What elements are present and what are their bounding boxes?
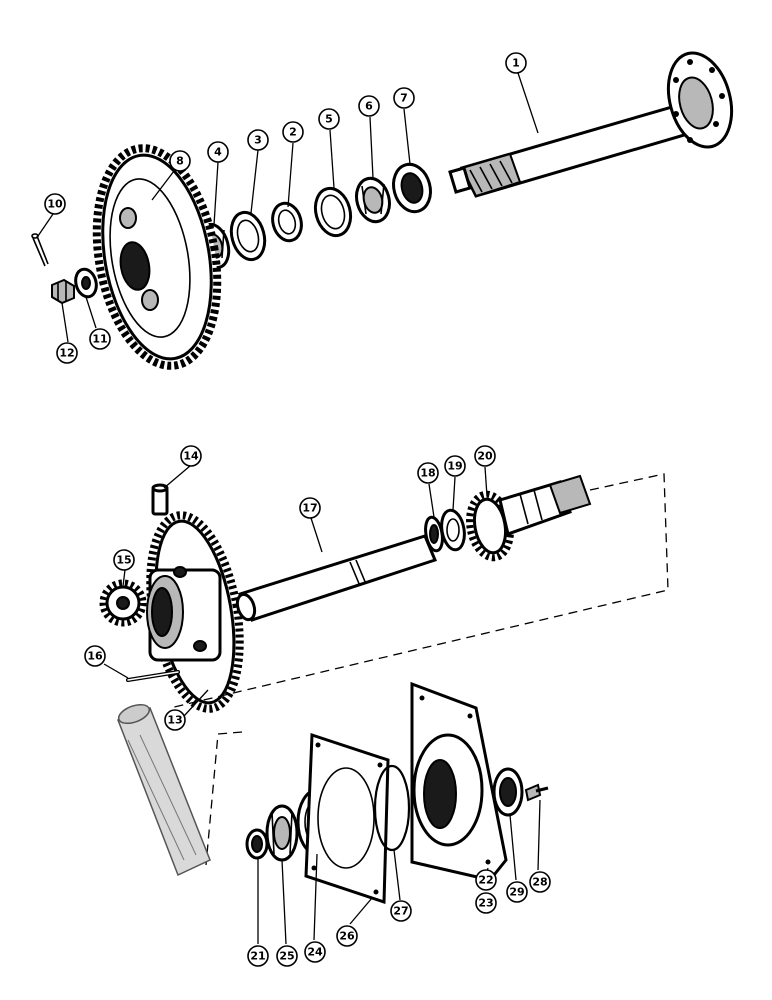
svg-text:25: 25 (279, 950, 294, 963)
cap-screw (524, 783, 549, 802)
callout-12: 12 (56, 342, 78, 364)
svg-text:27: 27 (393, 905, 408, 918)
svg-text:15: 15 (116, 554, 131, 567)
svg-text:24: 24 (307, 946, 323, 959)
callout-6: 6 (358, 95, 380, 117)
callout-26: 26 (336, 925, 358, 947)
leader-lines (37, 72, 541, 945)
seal-ring (245, 828, 269, 860)
pinion-gear (99, 579, 147, 627)
differential-shaft (235, 534, 438, 622)
svg-text:4: 4 (214, 146, 222, 159)
callout-17: 17 (299, 497, 321, 519)
callout-21: 21 (247, 945, 269, 967)
callout-11: 11 (89, 328, 111, 350)
spur-gear (92, 144, 222, 370)
callout-10: 10 (44, 193, 66, 215)
callout-7: 7 (393, 87, 415, 109)
castle-nut (51, 278, 75, 305)
callout-2: 2 (282, 121, 304, 143)
svg-text:19: 19 (447, 460, 462, 473)
svg-text:10: 10 (47, 198, 63, 211)
callout-22: 22 (475, 869, 497, 891)
bearing-cone (355, 176, 391, 224)
svg-text:5: 5 (325, 113, 333, 126)
svg-text:26: 26 (339, 930, 355, 943)
svg-text:16: 16 (87, 650, 103, 663)
svg-text:6: 6 (365, 100, 373, 113)
roll-pin (126, 670, 180, 682)
svg-text:29: 29 (509, 886, 524, 899)
svg-text:23: 23 (478, 897, 493, 910)
callout-14: 14 (180, 445, 202, 467)
callout-19: 19 (444, 455, 466, 477)
bevel-pinion (466, 474, 592, 562)
cotter-pin (31, 233, 49, 267)
callout-16: 16 (84, 645, 106, 667)
svg-text:21: 21 (250, 950, 265, 963)
callout-27: 27 (390, 900, 412, 922)
seal (392, 162, 432, 214)
callout-20: 20 (474, 445, 496, 467)
svg-text:12: 12 (59, 347, 74, 360)
bearing-cup (229, 210, 267, 262)
o-ring (373, 764, 411, 852)
svg-text:20: 20 (477, 450, 493, 463)
callout-3: 3 (247, 129, 269, 151)
bearing-cup (313, 186, 353, 238)
callout-15: 15 (113, 549, 135, 571)
callout-25: 25 (276, 945, 298, 967)
washer (74, 267, 98, 299)
svg-text:22: 22 (478, 874, 493, 887)
callout-8: 8 (169, 150, 191, 172)
svg-text:1: 1 (512, 57, 520, 70)
callout-23: 23 (475, 892, 497, 914)
shim (424, 515, 444, 553)
spacer-ring (271, 201, 303, 243)
svg-text:8: 8 (176, 155, 184, 168)
axle-shaft (448, 51, 734, 198)
axle-shaft-lower (117, 703, 211, 877)
svg-text:28: 28 (532, 876, 547, 889)
svg-text:13: 13 (167, 714, 182, 727)
gasket (304, 732, 390, 905)
callout-18: 18 (417, 462, 439, 484)
callout-24: 24 (304, 941, 326, 963)
svg-text:3: 3 (254, 134, 262, 147)
callout-5: 5 (318, 108, 340, 130)
svg-text:2: 2 (289, 126, 297, 139)
pinion-shaft-pin (151, 483, 169, 516)
svg-text:11: 11 (92, 333, 107, 346)
callout-13: 13 (164, 709, 186, 731)
bearing-cone (265, 804, 299, 862)
assembly-guide-line (169, 473, 669, 709)
svg-text:17: 17 (302, 502, 317, 515)
svg-text:7: 7 (400, 92, 408, 105)
callout-28: 28 (529, 871, 551, 893)
bearing-housing (410, 681, 508, 882)
callout-29: 29 (506, 881, 528, 903)
oil-seal (492, 767, 524, 817)
callout-1: 1 (505, 52, 527, 74)
differential-ring-gear (146, 511, 244, 713)
svg-text:18: 18 (420, 467, 435, 480)
svg-text:14: 14 (183, 450, 199, 463)
callout-4: 4 (207, 141, 229, 163)
assembly-guide-line (205, 731, 243, 866)
thrust-washer (440, 508, 466, 552)
